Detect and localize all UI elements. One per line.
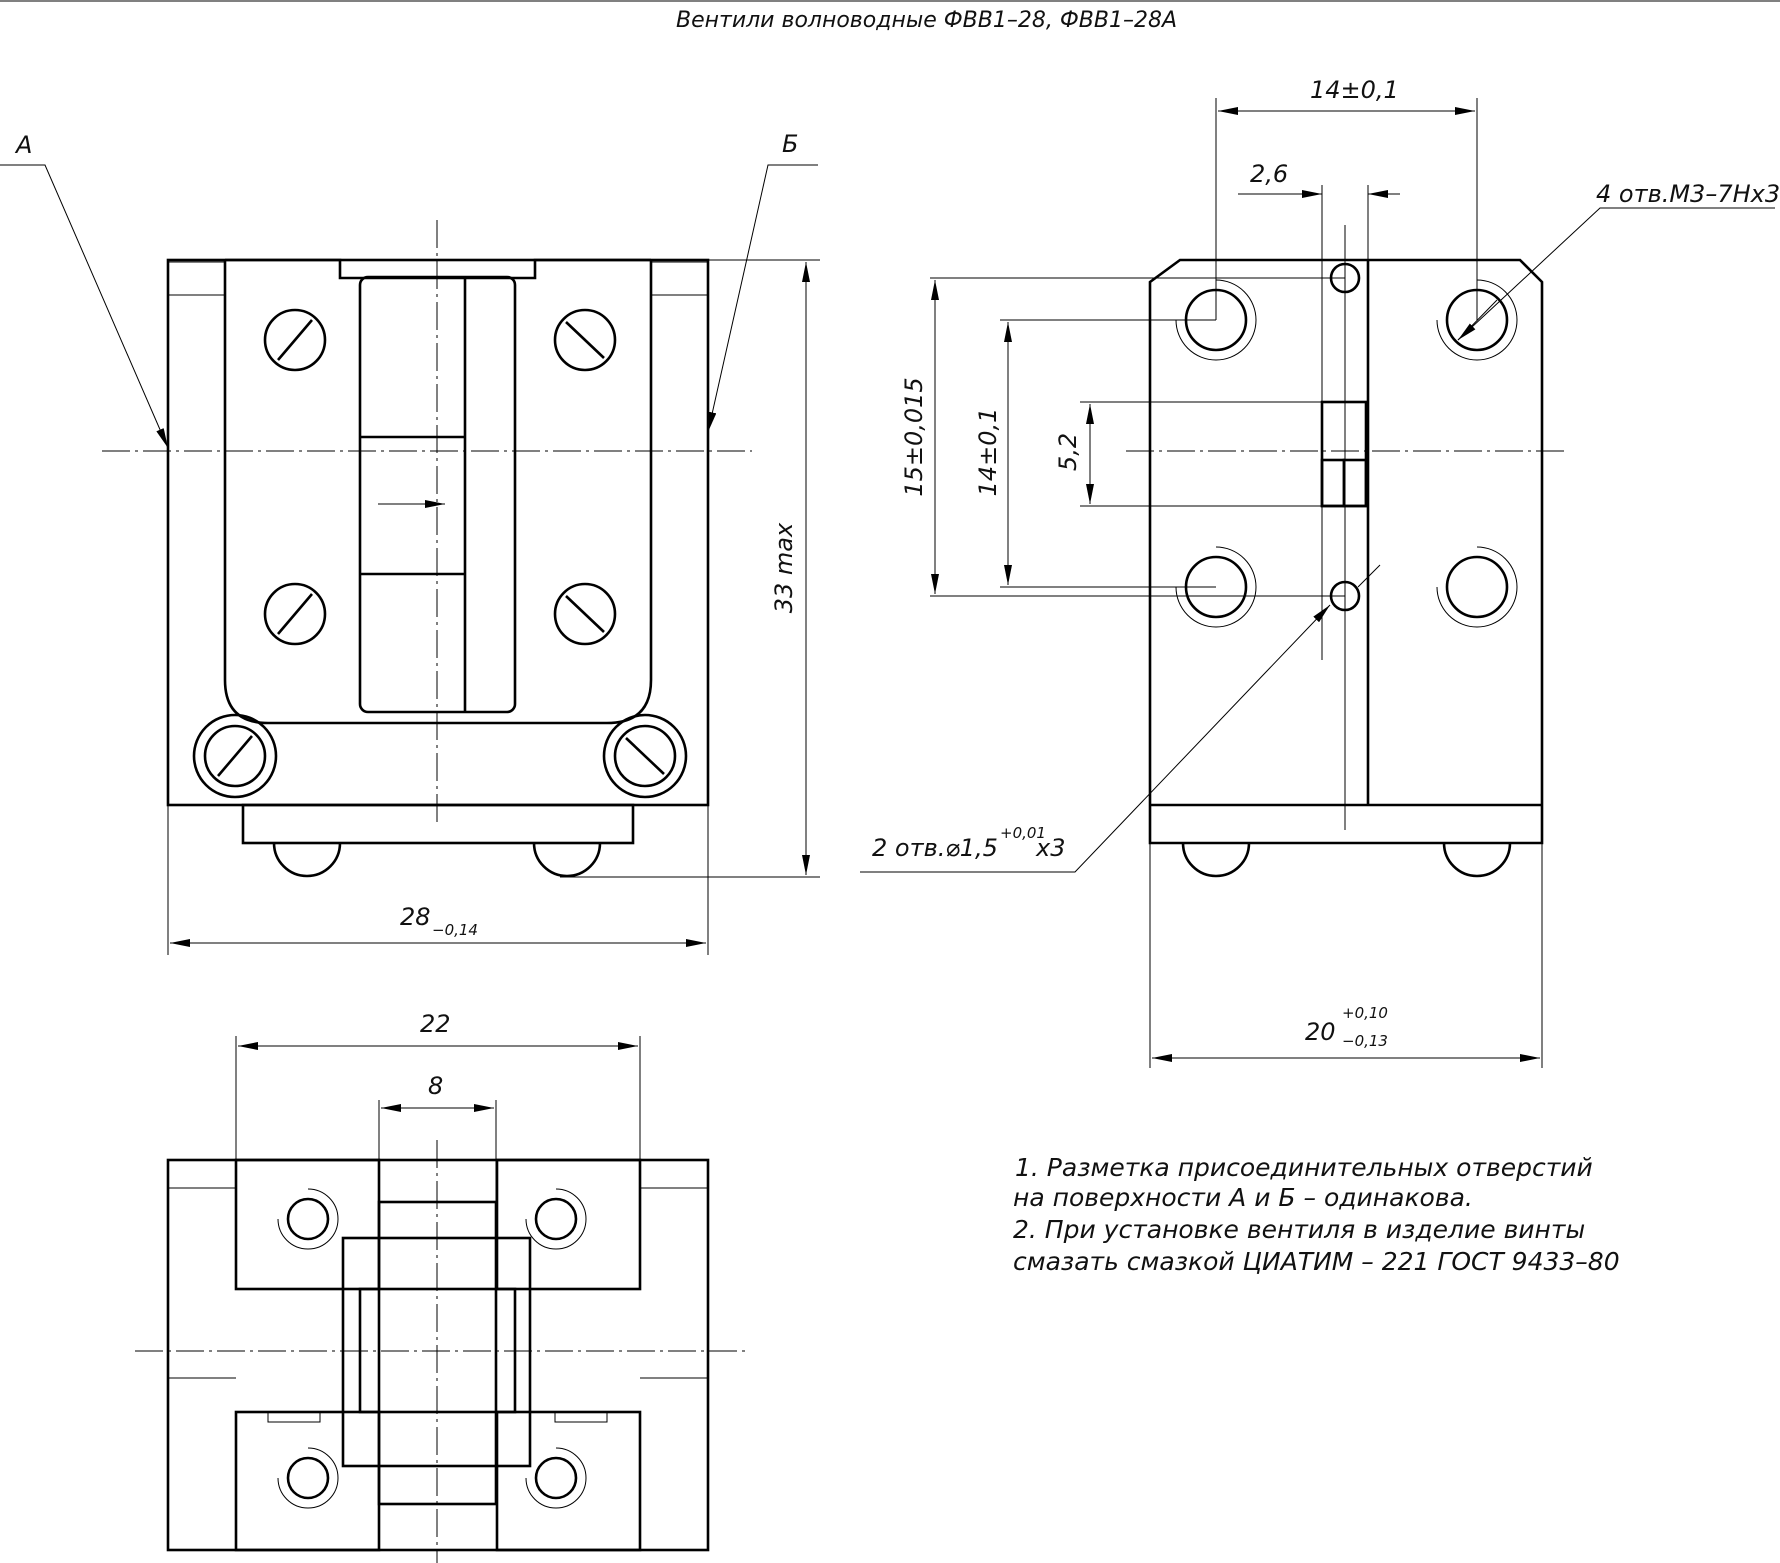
note-line: 1. Разметка присоединительных отверстий bbox=[1015, 1153, 1593, 1182]
label-surface-b: Б bbox=[782, 130, 798, 158]
label-thread-holes: 4 отв.М3–7Нх3 bbox=[1596, 180, 1780, 208]
hole bbox=[525, 1188, 587, 1250]
screw bbox=[553, 582, 617, 646]
dim-8: 8 bbox=[428, 1072, 443, 1100]
screw bbox=[602, 713, 688, 799]
note-line: смазать смазкой ЦИАТИМ – 221 ГОСТ 9433–8… bbox=[1013, 1247, 1620, 1276]
drawing-title: Вентили волноводные ФВВ1–28, ФВВ1–28А bbox=[676, 8, 1177, 33]
dim-33-max: 33 max bbox=[770, 522, 798, 613]
dim-20-tol-lower: −0,13 bbox=[1342, 1032, 1388, 1050]
screw bbox=[263, 582, 327, 646]
hole bbox=[525, 1447, 587, 1509]
notes: 1. Разметка присоединительных отверстий … bbox=[1013, 1153, 1620, 1276]
label-pin-holes-depth: х3 bbox=[1035, 834, 1065, 862]
dim-14-horizontal: 14±0,1 bbox=[1310, 76, 1399, 104]
dim-20: 20 bbox=[1305, 1018, 1336, 1046]
bottom-view bbox=[135, 1036, 745, 1563]
hole bbox=[277, 1188, 339, 1250]
dim-15: 15±0,015 bbox=[900, 377, 928, 496]
label-pin-holes-tol: +0,01 bbox=[1000, 824, 1046, 842]
screw bbox=[192, 713, 278, 799]
dim-28-tol: −0,14 bbox=[432, 921, 478, 939]
label-pin-holes: 2 отв.⌀1,5 bbox=[872, 834, 998, 862]
label-surface-a: А bbox=[14, 131, 32, 159]
note-line: 2. При установке вентиля в изделие винты bbox=[1013, 1215, 1585, 1244]
hole bbox=[277, 1447, 339, 1509]
screw bbox=[263, 308, 327, 372]
front-view bbox=[0, 164, 820, 955]
note-line: на поверхности А и Б – одинакова. bbox=[1013, 1183, 1473, 1212]
dim-5-2: 5,2 bbox=[1054, 433, 1082, 471]
threaded-hole bbox=[1436, 546, 1518, 628]
dim-2-6: 2,6 bbox=[1250, 160, 1288, 188]
dim-14-vertical: 14±0,1 bbox=[974, 408, 1002, 497]
dim-22: 22 bbox=[420, 1010, 451, 1038]
dim-28: 28 bbox=[400, 903, 431, 931]
dim-20-tol-upper: +0,10 bbox=[1342, 1004, 1388, 1022]
side-view bbox=[860, 98, 1775, 1068]
screw bbox=[553, 308, 617, 372]
